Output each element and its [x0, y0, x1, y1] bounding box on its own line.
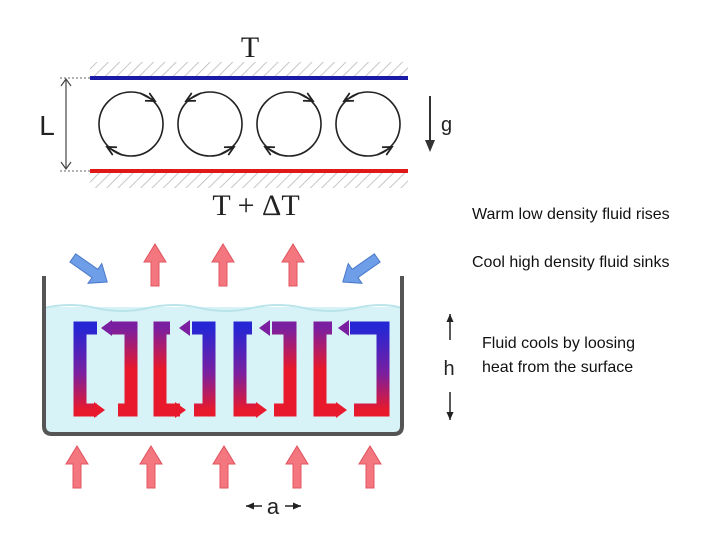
cool-sink-arrow-right-icon — [342, 253, 381, 284]
cell-width-label: a — [267, 494, 280, 519]
warm-rise-arrow-top-2 — [211, 243, 235, 287]
heat-arrow-5 — [358, 445, 382, 489]
tank-container — [42, 276, 404, 436]
convection-cell-2 — [153, 320, 216, 418]
top-plate-hatching — [90, 62, 408, 77]
convection-roll-4 — [335, 91, 401, 157]
heat-input-arrows — [65, 445, 382, 489]
top-convection-panel: T L — [39, 31, 452, 222]
warm-rises-annotation: Warm low density fluid rises — [472, 206, 670, 223]
fluid-surface — [43, 304, 403, 312]
bottom-temperature-label: T + ΔT — [212, 189, 299, 222]
bottom-convection-panel: a h — [42, 243, 455, 519]
cool-sink-arrow-left-icon — [69, 253, 108, 284]
heat-arrow-3 — [212, 445, 236, 489]
convection-roll-2 — [177, 91, 243, 157]
layer-height-label: L — [39, 110, 55, 141]
convection-cell-1 — [73, 320, 138, 418]
cool-sinks-annotation: Cool high density fluid sinks — [472, 254, 670, 271]
depth-label: h — [443, 358, 454, 380]
surface-cooling-line-2: heat from the surface — [482, 359, 634, 376]
heat-arrow-1 — [65, 445, 89, 489]
warm-rise-arrows-top — [143, 243, 305, 287]
bottom-plate-hatching — [90, 173, 408, 188]
gravity-arrow-icon — [425, 96, 435, 152]
convection-cell-3 — [233, 320, 297, 418]
convection-roll-3 — [256, 91, 322, 157]
heat-arrow-2 — [139, 445, 163, 489]
heat-arrow-4 — [285, 445, 309, 489]
top-temperature-label: T — [241, 31, 259, 64]
convection-roll-1 — [98, 91, 164, 157]
convection-cell-4 — [313, 320, 390, 418]
surface-cooling-annotation: Fluid cools by loosing heat from the sur… — [482, 332, 635, 380]
surface-cooling-line-1: Fluid cools by loosing — [482, 335, 635, 352]
warm-rise-arrow-top-3 — [281, 243, 305, 287]
warm-rise-arrow-top-1 — [143, 243, 167, 287]
gravity-label: g — [441, 114, 452, 136]
